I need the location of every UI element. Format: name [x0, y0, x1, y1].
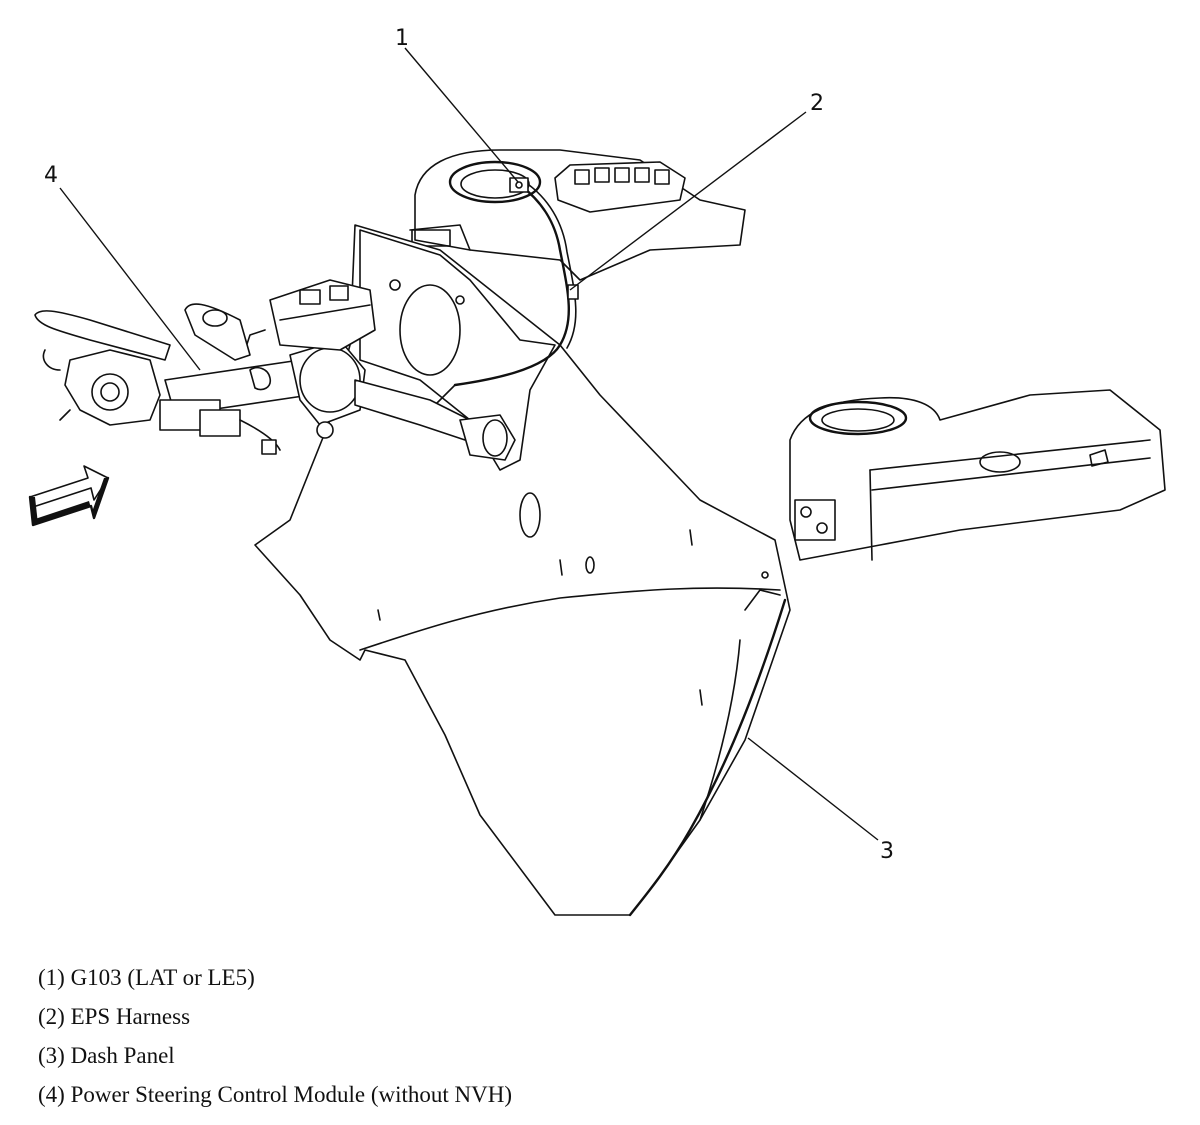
eps-harness: [429, 181, 579, 411]
callout-number-1: 1: [395, 26, 409, 51]
callout-number-4: 4: [44, 163, 58, 188]
dash-panel-diagram: 1 2 3 4: [28, 26, 1166, 917]
leader-line-2: [569, 111, 807, 291]
callout-number-3: 3: [880, 839, 894, 864]
callout-number-2: 2: [810, 91, 824, 116]
ground-g103: [509, 177, 529, 193]
left-strut-tower: [409, 149, 746, 281]
legend-item-4: (4) Power Steering Control Module (witho…: [38, 1082, 512, 1107]
legend-item-3: (3) Dash Panel: [38, 1043, 175, 1068]
legend-item-2: (2) EPS Harness: [38, 1004, 191, 1029]
right-strut-tower: [789, 389, 1166, 561]
leader-line-3: [747, 737, 879, 841]
front-direction-arrow-icon: [28, 465, 110, 527]
leader-line-4: [59, 187, 201, 371]
diagram-legend: (1) G103 (LAT or LE5) (2) EPS Harness (3…: [38, 958, 512, 1114]
steering-column-assembly: [34, 279, 516, 461]
legend-item-1: (1) G103 (LAT or LE5): [38, 965, 255, 990]
leader-line-1: [404, 47, 519, 183]
